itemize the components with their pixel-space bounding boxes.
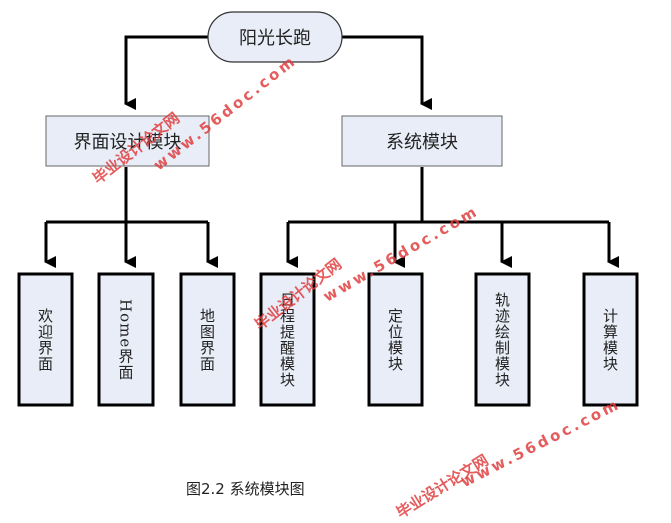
root-label: 阳光长跑 <box>239 28 311 49</box>
leaf-label-location: 定位模块 <box>386 307 404 372</box>
leaf-label-map: 地图界面 <box>198 307 216 372</box>
leaf-node-welcome <box>17 272 74 407</box>
leaf-label-track: 轨迹绘制模块 <box>493 291 511 388</box>
ui-design-module-node <box>45 115 210 167</box>
leaf-node-track <box>474 272 531 407</box>
leaf-label-schedule: 日程提醒模块 <box>278 291 296 388</box>
leaf-label-calc: 计算模块 <box>601 307 619 372</box>
ui-design-module-label: 界面设计模块 <box>73 132 182 153</box>
system-module-node <box>341 115 503 167</box>
leaf-node-location <box>367 272 424 407</box>
leaf-label-welcome: 欢迎界面 <box>36 307 54 372</box>
leaf-nodes <box>17 272 639 407</box>
leaf-node-calc <box>582 272 639 407</box>
leaf-node-home <box>97 272 155 407</box>
system-module-label: 系统模块 <box>386 132 458 153</box>
edge-root-to-system <box>342 35 432 110</box>
module-diagram <box>17 11 639 407</box>
leaf-node-map <box>179 272 236 407</box>
leaf-label-home: Home界面 <box>116 298 135 381</box>
figure-caption: 图2.2 系统模块图 <box>186 480 305 498</box>
root-node <box>207 11 343 63</box>
edge-root-to-ui <box>124 35 208 110</box>
connectors <box>44 35 619 268</box>
leaf-node-schedule <box>259 272 316 407</box>
